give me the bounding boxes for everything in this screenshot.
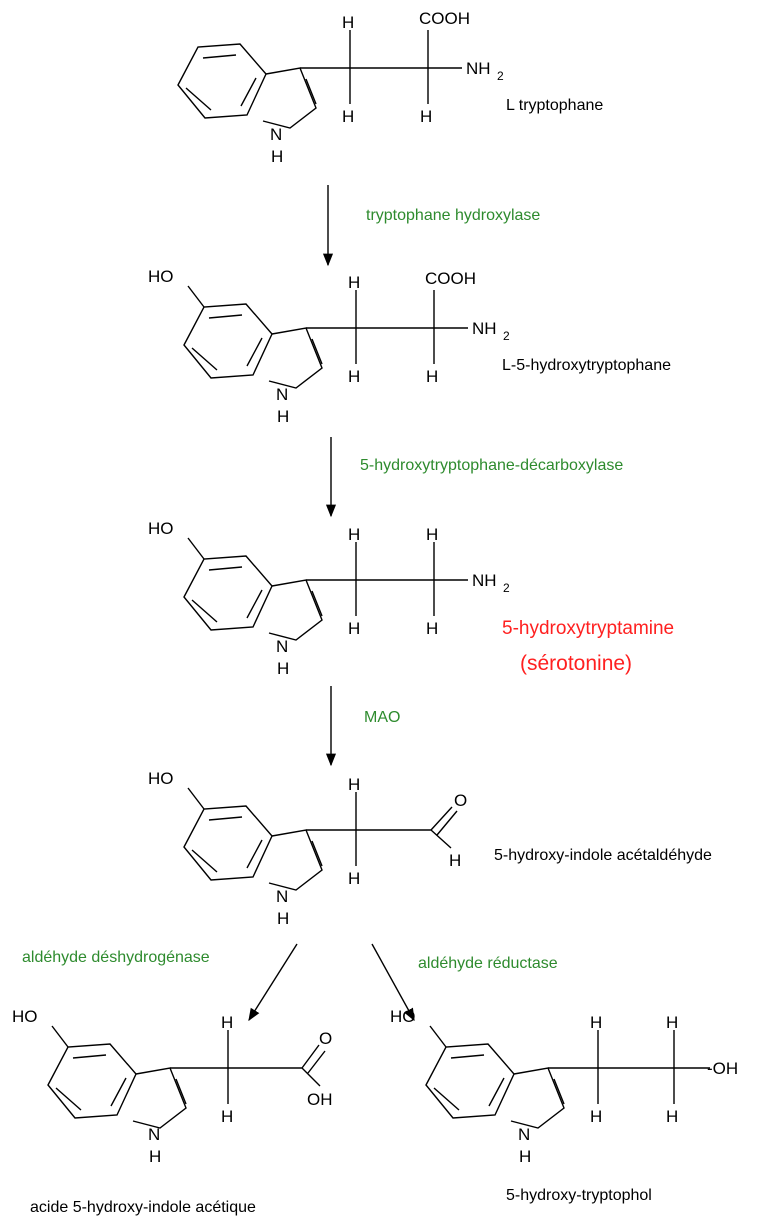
nitrogen-label: N	[518, 1125, 530, 1144]
enzyme-label-e1: tryptophane hydroxylase	[366, 207, 540, 224]
hydrogen-label: H	[221, 1107, 233, 1126]
indole-ring	[177, 43, 317, 129]
nh-hydrogen-label: H	[277, 659, 289, 678]
hydrogen-label: H	[342, 13, 354, 32]
indole-ring	[183, 787, 323, 891]
nh-hydrogen-label: H	[277, 407, 289, 426]
hydrogen-label: H	[590, 1107, 602, 1126]
hydrogen-label: H	[348, 619, 360, 638]
hydrogen-label: H	[590, 1013, 602, 1032]
side-chain-bonds	[306, 542, 468, 616]
molecule-5-hydroxyindole-acetaldehyde: HO N H H H O H	[148, 769, 467, 928]
amine-label: NH	[472, 571, 497, 590]
hydrogen-label: H	[348, 367, 360, 386]
hydrogen-label: H	[348, 525, 360, 544]
compound-name-serotonin: 5-hydroxytryptamine	[502, 618, 674, 639]
aldehyde-hydrogen-label: H	[449, 851, 461, 870]
carboxyl-label: COOH	[425, 269, 476, 288]
nh-hydrogen-label: H	[519, 1147, 531, 1166]
molecule-5-hydroxytryptophol: HO N H H H H H -OH	[390, 1007, 738, 1166]
reaction-arrow-left	[248, 943, 298, 1022]
nh-hydrogen-label: H	[149, 1147, 161, 1166]
hydrogen-label: H	[426, 525, 438, 544]
molecule-5-hiaa: HO N H H H O OH	[12, 1007, 333, 1166]
enzyme-label-e3: MAO	[364, 709, 400, 726]
nitrogen-label: N	[276, 637, 288, 656]
hydrogen-label: H	[221, 1013, 233, 1032]
compound-name-5-htp: L-5-hydroxytryptophane	[502, 357, 671, 374]
terminal-hydroxyl-label: -OH	[707, 1059, 738, 1078]
hydrogen-label: H	[342, 107, 354, 126]
hydrogen-label: H	[348, 775, 360, 794]
side-chain-bonds	[306, 792, 458, 866]
carboxyl-label: COOH	[419, 9, 470, 28]
side-chain-bonds	[548, 1030, 710, 1104]
hydrogen-label: H	[426, 619, 438, 638]
amine-subscript: 2	[497, 69, 504, 83]
hydrogen-label: H	[666, 1013, 678, 1032]
molecule-serotonin: HO N H H H H H NH 2	[148, 519, 510, 678]
oxygen-label: O	[319, 1029, 332, 1048]
hydroxyl-label: HO	[148, 769, 174, 788]
amine-subscript: 2	[503, 329, 510, 343]
acid-hydroxyl-label: OH	[307, 1090, 333, 1109]
hydrogen-label: H	[666, 1107, 678, 1126]
oxygen-label: O	[454, 791, 467, 810]
side-chain-bonds	[300, 30, 462, 104]
hydrogen-label: H	[426, 367, 438, 386]
compound-name-tryptophan: L tryptophane	[506, 97, 603, 114]
hydrogen-label: H	[348, 273, 360, 292]
hydroxyl-label: HO	[148, 519, 174, 538]
hydroxyl-label: HO	[390, 1007, 416, 1026]
side-chain-bonds	[170, 1030, 326, 1104]
nitrogen-label: N	[270, 125, 282, 144]
hydroxyl-label: HO	[12, 1007, 38, 1026]
enzyme-label-e5: aldéhyde réductase	[418, 955, 558, 972]
molecule-tryptophan: N H H H H COOH NH 2 L tryptophane	[177, 9, 603, 166]
amine-label: NH	[472, 319, 497, 338]
hydrogen-label: H	[420, 107, 432, 126]
indole-ring	[47, 1025, 187, 1129]
amine-subscript: 2	[503, 581, 510, 595]
compound-name-aldehyde: 5-hydroxy-indole acétaldéhyde	[494, 847, 712, 864]
nitrogen-label: N	[148, 1125, 160, 1144]
nh-hydrogen-label: H	[271, 147, 283, 166]
molecule-5-hydroxytryptophan: HO N H H H H COOH NH 2 L-5-hydroxytrypto…	[148, 267, 671, 426]
compound-name-acid: acide 5-hydroxy-indole acétique	[30, 1199, 256, 1216]
indole-ring	[183, 285, 323, 389]
reaction-arrow-right	[371, 943, 415, 1022]
compound-name-tryptophol: 5-hydroxy-tryptophol	[506, 1187, 652, 1204]
nh-hydrogen-label: H	[277, 909, 289, 928]
side-chain-bonds	[306, 290, 468, 364]
compound-name-serotonin-alt: (sérotonine)	[520, 652, 632, 675]
hydrogen-label: H	[348, 869, 360, 888]
indole-ring	[183, 537, 323, 641]
hydroxyl-label: HO	[148, 267, 174, 286]
nitrogen-label: N	[276, 887, 288, 906]
enzyme-label-e4: aldéhyde déshydrogénase	[22, 949, 210, 966]
nitrogen-label: N	[276, 385, 288, 404]
indole-ring	[425, 1025, 565, 1129]
enzyme-label-e2: 5-hydroxytryptophane-décarboxylase	[360, 457, 623, 474]
amine-label: NH	[466, 59, 491, 78]
